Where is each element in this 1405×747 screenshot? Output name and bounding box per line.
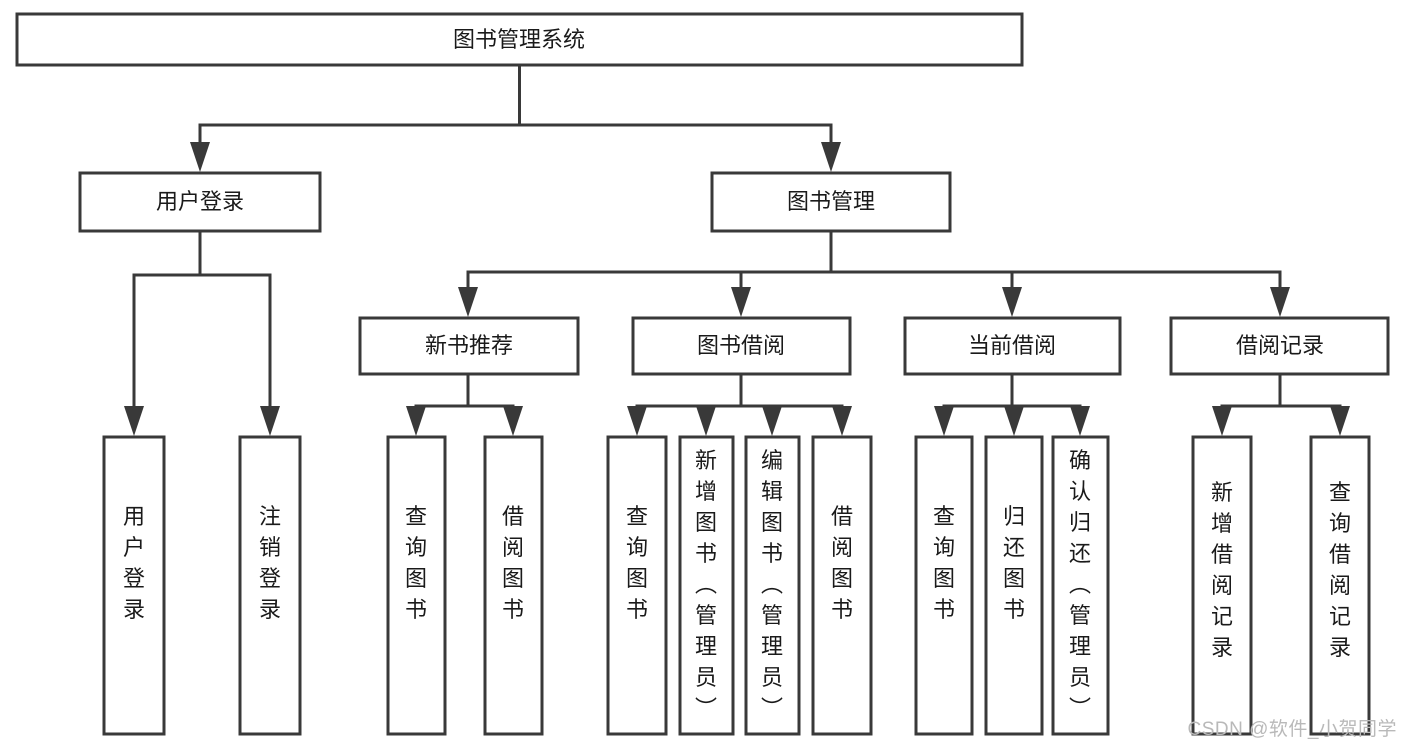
connector-user-login-bus bbox=[132, 229, 272, 412]
leaf-query-book-current-box[interactable] bbox=[914, 435, 974, 736]
leaf-user-logout[interactable]: 注销登录 bbox=[238, 435, 302, 736]
leaf-borrow-book-rec[interactable]: 借阅图书 bbox=[483, 435, 544, 736]
leaf-user-login-label: 用户登录 bbox=[123, 504, 145, 622]
arrow-head-leaf-confirm-return bbox=[1070, 406, 1090, 436]
node-book-management[interactable]: 图书管理 bbox=[710, 171, 952, 233]
leaf-query-book-borrow-box[interactable] bbox=[606, 435, 668, 736]
node-book-borrow-box[interactable] bbox=[631, 316, 852, 376]
node-root-system[interactable]: 图书管理系统 bbox=[15, 12, 1024, 67]
node-book-borrow-label: 图书借阅 bbox=[697, 333, 785, 358]
node-borrow-record[interactable]: 借阅记录 bbox=[1169, 316, 1390, 376]
leaf-edit-book-admin-box[interactable] bbox=[744, 435, 801, 736]
leaf-query-borrow-record-label: 查询借阅记录 bbox=[1329, 480, 1351, 660]
node-root-system-label: 图书管理系统 bbox=[453, 27, 585, 52]
arrow-head-leaf-borrow-book bbox=[832, 406, 852, 436]
leaf-add-book-admin-box[interactable] bbox=[678, 435, 735, 736]
leaf-user-login[interactable]: 用户登录 bbox=[102, 435, 166, 736]
node-current-borrow-box[interactable] bbox=[903, 316, 1122, 376]
leaf-add-book-admin-label: 新增图书︵管理员︶ bbox=[695, 448, 717, 721]
leaf-add-borrow-record[interactable]: 新增借阅记录 bbox=[1191, 435, 1253, 736]
leaf-confirm-return-admin-box[interactable] bbox=[1051, 435, 1110, 736]
leaf-edit-book-admin[interactable]: 编辑图书︵管理员︶ bbox=[744, 435, 801, 736]
leaf-borrow-book-box[interactable] bbox=[811, 435, 873, 736]
node-new-book-recommend-box[interactable] bbox=[358, 316, 580, 376]
node-current-borrow[interactable]: 当前借阅 bbox=[903, 316, 1122, 376]
node-current-borrow-label: 当前借阅 bbox=[968, 333, 1056, 358]
leaf-edit-book-admin-label: 编辑图书︵管理员︶ bbox=[761, 448, 783, 721]
leaf-borrow-book-label: 借阅图书 bbox=[831, 504, 853, 622]
node-user-login-label: 用户登录 bbox=[156, 189, 244, 214]
arrow-head-leaf-return-book bbox=[1004, 406, 1024, 436]
arrow-head-to-current-borrow bbox=[1002, 287, 1022, 317]
leaf-query-book-current-label: 查询图书 bbox=[933, 504, 955, 622]
leaf-user-logout-box[interactable] bbox=[238, 435, 302, 736]
leaf-return-book-label: 归还图书 bbox=[1003, 504, 1025, 622]
leaf-add-borrow-record-box[interactable] bbox=[1191, 435, 1253, 736]
node-new-book-recommend-label: 新书推荐 bbox=[425, 333, 513, 358]
node-book-management-box[interactable] bbox=[710, 171, 952, 233]
arrow-head-to-book-manage bbox=[821, 142, 841, 172]
arrow-head-leaf-edit-book bbox=[762, 406, 782, 436]
arrow-head-to-new-book-rec bbox=[458, 287, 478, 317]
leaf-nodes-layer: 用户登录 注销登录 查询图书 借阅图书 查询图书 新增图书︵管理员︶ bbox=[102, 435, 1371, 736]
connector-root-to-level1 bbox=[198, 63, 833, 150]
arrow-head-leaf-query-record bbox=[1330, 406, 1350, 436]
arrow-head-leaf-query-book-rec bbox=[406, 406, 426, 436]
node-book-management-label: 图书管理 bbox=[787, 189, 875, 214]
leaf-query-book-rec[interactable]: 查询图书 bbox=[386, 435, 447, 736]
node-new-book-recommend[interactable]: 新书推荐 bbox=[358, 316, 580, 376]
leaf-add-borrow-record-label: 新增借阅记录 bbox=[1211, 480, 1233, 660]
arrow-head-leaf-add-book bbox=[696, 406, 716, 436]
connector-new-book-rec-bus bbox=[414, 372, 515, 414]
arrow-head-leaf-query-book-borrow bbox=[627, 406, 647, 436]
connector-book-borrow-bus bbox=[635, 372, 844, 414]
node-user-login-box[interactable] bbox=[78, 171, 322, 233]
leaf-borrow-book-rec-box[interactable] bbox=[483, 435, 544, 736]
leaf-confirm-return-admin[interactable]: 确认归还︵管理员︶ bbox=[1051, 435, 1110, 736]
connector-book-manage-bus bbox=[466, 229, 1282, 294]
leaf-borrow-book-rec-label: 借阅图书 bbox=[502, 504, 524, 622]
node-book-borrow[interactable]: 图书借阅 bbox=[631, 316, 852, 376]
leaf-user-logout-label: 注销登录 bbox=[259, 504, 281, 622]
leaf-add-book-admin[interactable]: 新增图书︵管理员︶ bbox=[678, 435, 735, 736]
connector-borrow-record-bus bbox=[1220, 372, 1342, 414]
leaf-return-book[interactable]: 归还图书 bbox=[984, 435, 1044, 736]
arrow-head-leaf-user-login bbox=[124, 406, 144, 436]
leaf-query-book-current[interactable]: 查询图书 bbox=[914, 435, 974, 736]
leaf-query-borrow-record[interactable]: 查询借阅记录 bbox=[1309, 435, 1371, 736]
leaf-query-book-borrow[interactable]: 查询图书 bbox=[606, 435, 668, 736]
arrow-head-to-user-login bbox=[190, 142, 210, 172]
leaf-user-login-box[interactable] bbox=[102, 435, 166, 736]
leaf-confirm-return-admin-label: 确认归还︵管理员︶ bbox=[1069, 448, 1091, 721]
arrow-head-to-borrow-record bbox=[1270, 287, 1290, 317]
leaf-borrow-book[interactable]: 借阅图书 bbox=[811, 435, 873, 736]
node-user-login[interactable]: 用户登录 bbox=[78, 171, 322, 233]
leaf-return-book-box[interactable] bbox=[984, 435, 1044, 736]
arrow-head-leaf-user-logout bbox=[260, 406, 280, 436]
leaf-query-book-rec-label: 查询图书 bbox=[405, 504, 427, 622]
leaf-query-borrow-record-box[interactable] bbox=[1309, 435, 1371, 736]
arrow-head-leaf-add-record bbox=[1212, 406, 1232, 436]
leaf-query-book-rec-box[interactable] bbox=[386, 435, 447, 736]
node-borrow-record-label: 借阅记录 bbox=[1236, 333, 1324, 358]
node-root-system-box[interactable] bbox=[15, 12, 1024, 67]
connector-layer bbox=[124, 63, 1350, 436]
node-borrow-record-box[interactable] bbox=[1169, 316, 1390, 376]
arrow-head-leaf-query-book-current bbox=[934, 406, 954, 436]
arrow-head-leaf-borrow-book-rec bbox=[503, 406, 523, 436]
arrow-head-to-book-borrow bbox=[731, 287, 751, 317]
leaf-query-book-borrow-label: 查询图书 bbox=[626, 504, 648, 622]
